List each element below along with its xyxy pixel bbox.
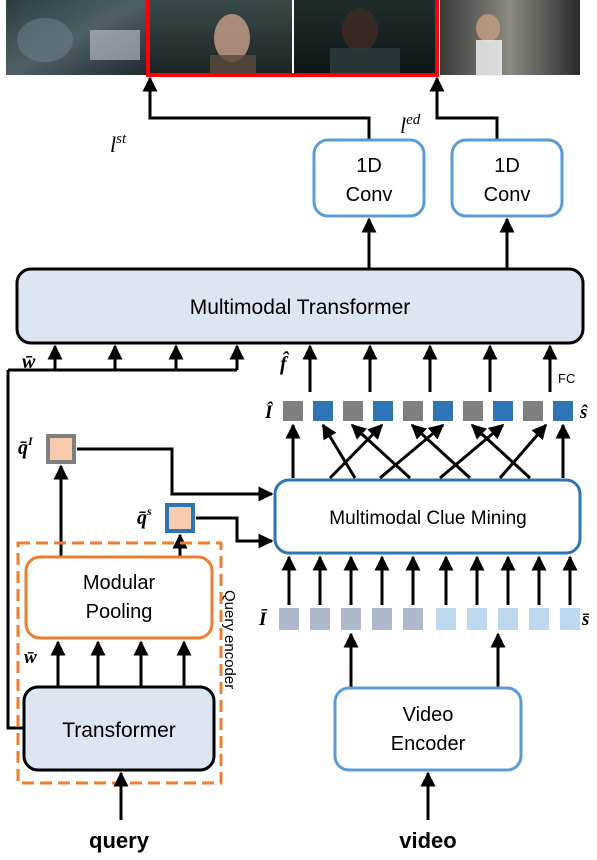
scene-feature [560, 608, 580, 630]
query-vector-scene [165, 503, 195, 533]
instance-feature [279, 608, 299, 630]
clue-feature-blue [553, 401, 573, 421]
transformer-to-pooling-arrows [50, 640, 192, 686]
clue-feature-gray [403, 401, 423, 421]
multimodal-transformer-box [15, 267, 585, 345]
video-encoder-box [333, 686, 523, 772]
video-frame-4 [440, 0, 580, 75]
video-frames-strip [6, 0, 580, 77]
clue-feature-gray [463, 401, 483, 421]
f-hat-label: f̂ [280, 350, 290, 375]
multimodal-clue-mining-label: Multimodal Clue Mining [329, 508, 526, 529]
clue-feature-blue [373, 401, 393, 421]
conv-start-box [312, 138, 426, 218]
conv-end-label-line2: Conv [484, 184, 531, 206]
query-input-label: query [89, 828, 150, 853]
arrow-qs-to-clue-mining [196, 516, 274, 549]
i-hat-label: Î [264, 401, 274, 423]
video-encoder-label-line2: Encoder [391, 733, 466, 755]
video-encoder-label-line1: Video [403, 704, 454, 726]
transformer-skip-connection [6, 370, 24, 730]
transformer-label: Transformer [62, 719, 176, 742]
clue-feature-gray [523, 401, 543, 421]
s-bar-label: s̄ [581, 609, 590, 630]
i-bar-label: Ī [258, 608, 268, 630]
arrow-qi-to-clue-mining [77, 447, 274, 502]
modular-pooling-label-line1: Modular [83, 572, 156, 594]
instance-feature [341, 608, 361, 630]
multimodal-transformer-label: Multimodal Transformer [190, 296, 411, 319]
start-loss-label: lst [110, 131, 127, 157]
s-hat-label: ŝ [579, 402, 588, 423]
multimodal-clue-mining-box [273, 478, 582, 555]
conv-end-box [450, 138, 564, 218]
q-bar-i-label: q̄I [18, 434, 34, 459]
transformer-box [22, 685, 216, 772]
instance-feature [372, 608, 392, 630]
modular-pooling-box [24, 555, 214, 640]
video-input-label: video [399, 828, 456, 853]
scene-feature [529, 608, 549, 630]
clue-feature-blue [433, 401, 453, 421]
instance-feature [310, 608, 330, 630]
modular-pooling-label-line2: Pooling [86, 601, 153, 623]
clue-feature-gray [283, 401, 303, 421]
conv-start-label-line2: Conv [346, 184, 393, 206]
end-loss-label: led [400, 112, 421, 138]
query-vector-instance [46, 434, 76, 464]
ground-truth-moment-highlight [146, 0, 439, 77]
instance-feature [403, 608, 423, 630]
w-bar-bottom-label: w̄ [24, 647, 37, 668]
clue-mining-output-arrows [285, 423, 571, 480]
clue-feature-blue [313, 401, 333, 421]
clue-feature-blue [493, 401, 513, 421]
scene-feature [436, 608, 456, 630]
conv-end-label-line1: 1D [494, 155, 520, 177]
conv-start-label-line1: 1D [356, 155, 382, 177]
scene-feature [498, 608, 518, 630]
video-features [279, 608, 580, 630]
q-bar-s-label: q̄s [137, 504, 152, 529]
scene-feature [467, 608, 487, 630]
fc-label: FC [558, 371, 575, 386]
clue-feature-gray [343, 401, 363, 421]
mined-clue-features [283, 401, 573, 421]
query-encoder-label: Query encoder [221, 590, 238, 689]
video-features-to-clue-mining-arrows [281, 555, 578, 605]
w-bar-top-label: w̄ [22, 351, 36, 373]
